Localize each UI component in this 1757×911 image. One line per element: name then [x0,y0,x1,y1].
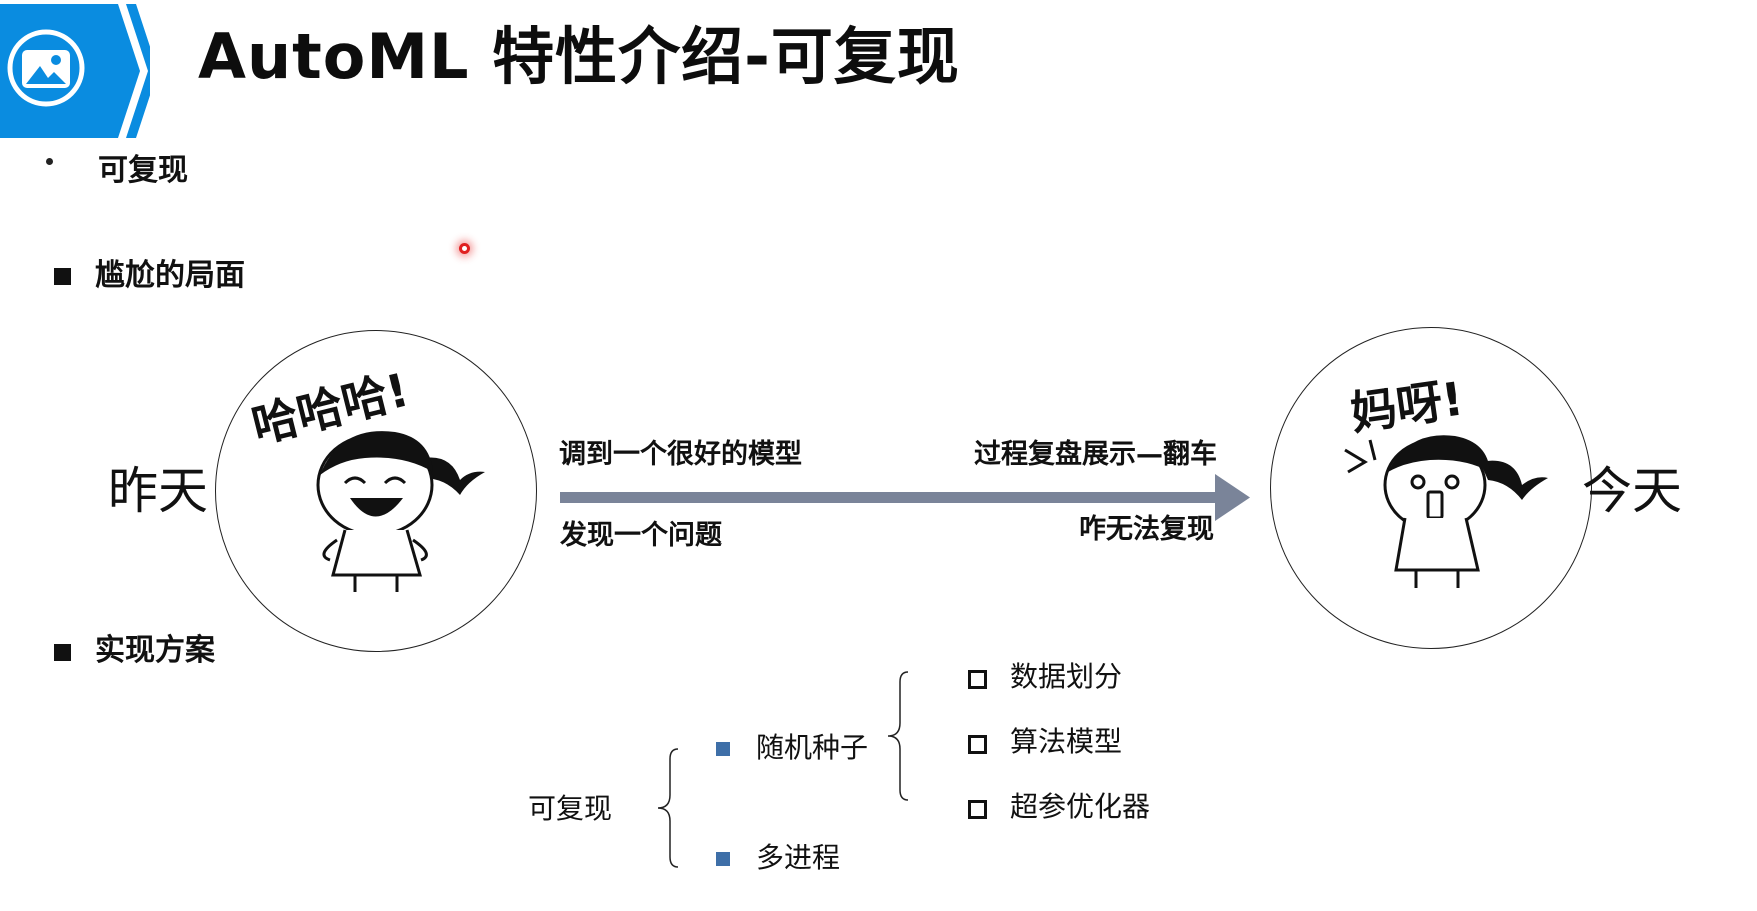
timeline-arrow [560,472,1250,522]
section-square-icon [54,268,71,285]
header-badge [0,0,158,142]
section-square-icon [54,644,71,661]
today-label: 今天 [1582,462,1682,520]
branch-square-icon [716,742,730,756]
bullet-label: 可复现 [98,153,188,188]
tree-sub-item: 算法模型 [1010,725,1123,758]
tree-sub-item: 超参优化器 [1010,790,1151,823]
arrow-top-left-text: 调到一个很好的模型 [559,439,802,470]
branch-square-icon [716,852,730,866]
tree-root: 可复现 [528,792,613,825]
laser-pointer [459,243,470,254]
section-solution-label: 实现方案 [95,633,215,668]
laughing-girl-icon [245,360,525,600]
checkbox-square-icon [968,800,987,819]
tree-branch: 多进程 [756,841,841,874]
tree-brackets [640,665,940,885]
bullet-dot [46,158,53,165]
section-awkward-label: 尴尬的局面 [95,258,245,293]
image-icon [6,28,86,108]
shocked-girl-icon [1330,400,1570,600]
page-title: AutoML 特性介绍-可复现 [198,20,960,93]
yesterday-label: 昨天 [108,462,208,520]
arrow-bottom-left-text: 发现一个问题 [560,520,722,551]
arrow-bottom-right-text: 咋无法复现 [1079,514,1214,545]
checkbox-square-icon [968,735,987,754]
checkbox-square-icon [968,670,987,689]
tree-branch: 随机种子 [756,731,869,764]
arrow-top-right-text: 过程复盘展示—翻车 [974,439,1217,470]
tree-sub-item: 数据划分 [1010,660,1123,693]
